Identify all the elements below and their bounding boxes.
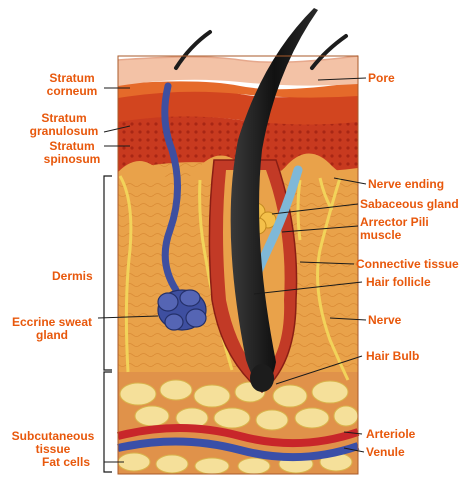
label-arrector-pili: Arrector Pili muscle (360, 216, 429, 242)
label-subcutaneous-line1: Subcutaneous (11, 429, 95, 443)
label-fat-cells-text: Fat cells (42, 455, 91, 469)
label-nerve-ending-text: Nerve ending (368, 177, 445, 191)
label-nerve: Nerve (368, 314, 401, 327)
label-arrector-pili-line1: Arrector Pili (360, 215, 429, 229)
skin-block (117, 8, 360, 475)
label-nerve-ending: Nerve ending (368, 178, 444, 191)
label-eccrine-line1: Eccrine sweat (11, 315, 93, 329)
label-pore: Pore (368, 72, 395, 85)
label-nerve-text: Nerve (368, 313, 402, 327)
label-venule: Venule (366, 446, 405, 459)
label-hair-follicle: Hair follicle (366, 276, 431, 289)
label-eccrine-sweat-gland: Eccrine sweat gland (6, 316, 98, 342)
label-dermis: Dermis (52, 270, 93, 283)
label-eccrine-line2: gland (36, 328, 68, 342)
label-stratum-granulosum: Stratum granulosum (24, 112, 104, 138)
surface-hair-right (310, 34, 348, 70)
label-sebaceous-gland: Sabaceous gland (360, 198, 459, 211)
subcutaneous-bracket (103, 371, 112, 473)
label-stratum-granulosum-line2: granulosum (29, 124, 99, 138)
label-connective-tissue-text: Connective tissue (356, 257, 459, 271)
label-hair-follicle-text: Hair follicle (366, 275, 431, 289)
venule (117, 437, 360, 462)
label-subcutaneous-tissue: Subcutaneous tissue (4, 430, 102, 456)
label-stratum-corneum: Stratum corneum (38, 72, 106, 98)
label-hair-bulb-text: Hair Bulb (366, 349, 420, 363)
sweat-duct (161, 82, 181, 294)
label-stratum-granulosum-line1: Stratum (41, 111, 87, 125)
dermis-bracket (103, 175, 112, 371)
label-hair-bulb: Hair Bulb (366, 350, 419, 363)
surface-hair-left (174, 30, 212, 70)
fat-cells (117, 379, 359, 475)
arteriole (117, 424, 360, 448)
label-dermis-text: Dermis (52, 269, 93, 283)
label-venule-text: Venule (366, 445, 405, 459)
label-fat-cells: Fat cells (42, 456, 90, 469)
label-stratum-corneum-line1: Stratum (49, 71, 95, 85)
stratum-granulosum-layer (118, 89, 358, 125)
hair-shaft (230, 8, 318, 386)
label-arteriole: Arteriole (366, 428, 415, 441)
label-stratum-spinosum-line2: spinosum (43, 152, 101, 166)
label-pore-text: Pore (368, 71, 395, 85)
label-stratum-corneum-line2: corneum (46, 84, 98, 98)
label-arrector-pili-line2: muscle (360, 228, 402, 242)
label-connective-tissue: Connective tissue (356, 258, 459, 271)
label-stratum-spinosum: Stratum spinosum (40, 140, 104, 166)
label-sebaceous-gland-text: Sabaceous gland (360, 197, 459, 211)
label-stratum-spinosum-line1: Stratum (49, 139, 95, 153)
hair-bulb (250, 364, 274, 392)
label-arteriole-text: Arteriole (366, 427, 416, 441)
sweat-gland-coil (157, 289, 207, 331)
label-subcutaneous-line2: tissue (35, 442, 71, 456)
leader-lines (97, 77, 367, 463)
